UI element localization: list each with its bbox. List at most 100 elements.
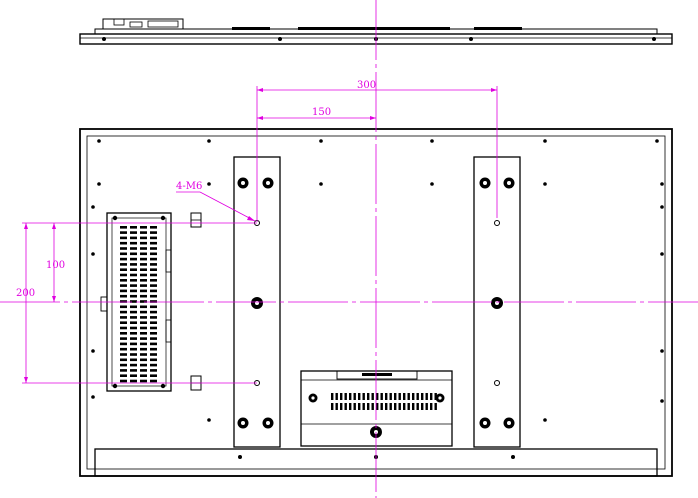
center-vent-slot xyxy=(367,393,370,400)
center-vent-slot xyxy=(398,403,401,410)
center-vent-slot xyxy=(335,393,338,400)
vent-slot xyxy=(120,379,127,383)
vent-slot xyxy=(120,268,127,271)
vent-slot xyxy=(130,310,137,314)
vent-slot xyxy=(120,284,127,287)
vent-slot xyxy=(150,337,157,340)
vent-slot xyxy=(120,273,127,277)
vertical-dimension-200: 200 xyxy=(16,222,257,384)
vent-slot xyxy=(120,310,127,314)
center-vent-slot xyxy=(389,403,392,410)
vent-slot xyxy=(150,236,157,240)
center-vent-slot xyxy=(331,393,334,400)
vent-slot xyxy=(120,241,127,245)
center-vent-slot xyxy=(353,393,356,400)
vent-slot xyxy=(140,379,147,383)
vent-slot xyxy=(120,247,127,250)
center-vent-slot xyxy=(362,403,365,410)
vent-slot xyxy=(120,231,127,234)
vent-slot xyxy=(130,374,137,377)
vent-slots xyxy=(120,226,157,383)
vent-slot xyxy=(150,305,157,309)
vent-slot xyxy=(130,289,137,293)
center-vent-slot xyxy=(407,393,410,400)
vent-slot xyxy=(150,342,157,346)
vent-slot xyxy=(150,369,157,372)
vent-slot xyxy=(150,231,157,234)
center-vent-slot xyxy=(385,403,388,410)
vent-slot xyxy=(150,326,157,330)
vent-slot xyxy=(150,332,157,335)
vent-slot xyxy=(150,284,157,287)
vent-slot xyxy=(120,279,127,282)
vent-slot xyxy=(140,279,147,282)
horizontal-dimension-300: 300 xyxy=(256,80,498,222)
center-vent-slot xyxy=(380,393,383,400)
vent-slot xyxy=(140,342,147,346)
vent-slot xyxy=(150,257,157,261)
center-vent-slot xyxy=(389,393,392,400)
vent-slot xyxy=(130,273,137,277)
dimension-200-label: 200 xyxy=(16,288,35,299)
vent-slot xyxy=(150,279,157,282)
vent-slot xyxy=(130,342,137,346)
panel-dots xyxy=(91,139,664,422)
vent-slot xyxy=(140,257,147,261)
vent-slot xyxy=(140,310,147,314)
vent-slot xyxy=(120,337,127,340)
vent-slot xyxy=(120,374,127,377)
vent-slot xyxy=(150,300,157,303)
center-vent-slot xyxy=(425,403,428,410)
vent-slot xyxy=(130,284,137,287)
center-vent-slot xyxy=(421,403,424,410)
vent-slot xyxy=(150,252,157,256)
center-vent-slot xyxy=(394,393,397,400)
vent-slot xyxy=(130,247,137,250)
vent-slot xyxy=(120,236,127,240)
vent-slot xyxy=(140,326,147,330)
vent-slot xyxy=(150,358,157,362)
vent-slot xyxy=(120,353,127,356)
center-vent-slot xyxy=(416,403,419,410)
center-vent-slot xyxy=(434,403,437,410)
vent-slot xyxy=(130,268,137,271)
vent-slot xyxy=(130,363,137,367)
center-vent-slot xyxy=(344,403,347,410)
center-vent-slot xyxy=(430,403,433,410)
vent-slot xyxy=(140,231,147,234)
vent-slot xyxy=(140,353,147,356)
center-vent-slot xyxy=(421,393,424,400)
vent-slot xyxy=(130,332,137,335)
center-vent-slot xyxy=(340,393,343,400)
vent-slot xyxy=(130,321,137,324)
vent-slot xyxy=(140,263,147,266)
vent-slot xyxy=(120,316,127,319)
center-vent-slots xyxy=(331,393,437,410)
vent-slot xyxy=(140,347,147,351)
center-vent-slot xyxy=(376,403,379,410)
vent-slot xyxy=(140,241,147,245)
vent-slot xyxy=(150,316,157,319)
center-vent-slot xyxy=(376,393,379,400)
center-vent-slot xyxy=(371,393,374,400)
center-vent-slot xyxy=(358,403,361,410)
vent-slot xyxy=(130,379,137,383)
vent-slot xyxy=(140,374,147,377)
vent-slot xyxy=(140,247,147,250)
vent-slot xyxy=(150,268,157,271)
vent-slot xyxy=(130,326,137,330)
center-vent-slot xyxy=(403,393,406,400)
vent-slot xyxy=(130,279,137,282)
vent-slot xyxy=(140,332,147,335)
vent-slot xyxy=(120,257,127,261)
vent-slot xyxy=(120,342,127,346)
vent-slot xyxy=(120,321,127,324)
center-vent-slot xyxy=(407,403,410,410)
vent-slot xyxy=(140,226,147,229)
center-io-box xyxy=(300,370,453,447)
center-vent-slot xyxy=(349,403,352,410)
left-vent-module xyxy=(100,212,202,392)
vent-slot xyxy=(120,294,127,298)
vent-slot xyxy=(120,263,127,266)
